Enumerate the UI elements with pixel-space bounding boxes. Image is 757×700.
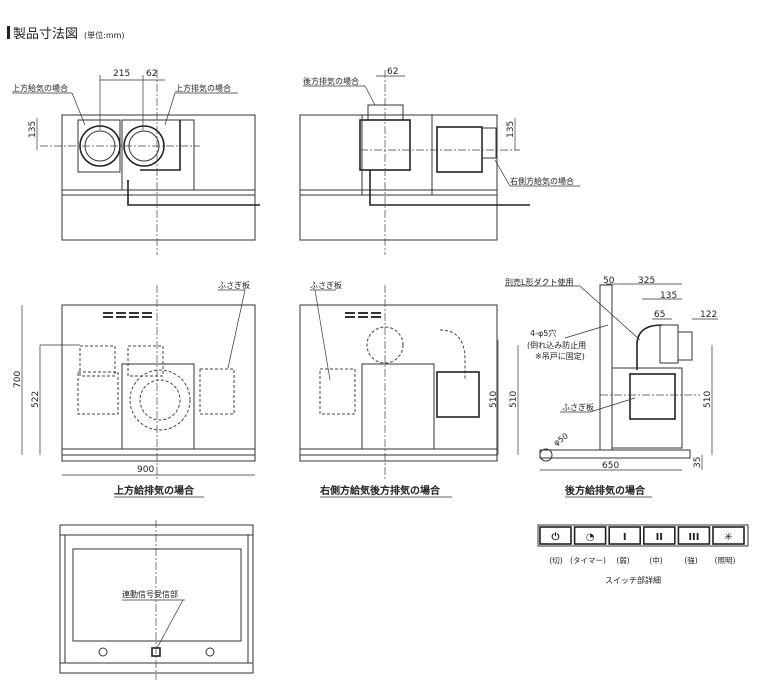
figure-front-top-supply-exhaust: 700 522 900 ふさぎ板 上方給排気の場合 xyxy=(13,280,256,498)
dim-700: 700 xyxy=(13,371,23,388)
switch-button[interactable] xyxy=(677,526,711,545)
switch-label: (照明) xyxy=(715,556,736,565)
fan-high-icon: III xyxy=(688,532,699,543)
fan-mid-icon: II xyxy=(656,532,663,543)
switch-button[interactable] xyxy=(573,526,607,545)
label-phi50: φ50 xyxy=(552,431,570,447)
switch-button[interactable] xyxy=(712,526,745,545)
title-bar-mark xyxy=(7,26,10,39)
page-title: 製品寸法図 xyxy=(13,27,78,42)
light-icon: ✳ xyxy=(724,532,732,543)
power-icon: ⏻ xyxy=(552,531,560,543)
timer-icon: ◔ xyxy=(586,532,595,543)
label-hole-note-1: (倒れ込み防止用 xyxy=(527,340,586,350)
dim-135-side: 135 xyxy=(660,291,677,301)
label-top-exhaust: 上方排気の場合 xyxy=(175,83,231,93)
label-l-duct: 別売L形ダクト使用 xyxy=(505,277,573,287)
dim-900: 900 xyxy=(137,465,154,475)
dim-62: 62 xyxy=(146,69,157,79)
switch-button[interactable] xyxy=(539,526,572,545)
label-rear-exhaust: 後方排気の場合 xyxy=(303,76,359,86)
dim-65: 65 xyxy=(654,310,665,320)
switch-button[interactable] xyxy=(642,526,676,545)
dim-510-right: 510 xyxy=(703,391,713,408)
label-hole: 4-φ5穴 xyxy=(530,328,556,338)
label-top-supply: 上方給気の場合 xyxy=(12,83,68,93)
switch-label: (タイマー) xyxy=(570,556,606,565)
label-cover-plate: ふさぎ板 xyxy=(218,280,250,290)
dim-650: 650 xyxy=(602,461,619,471)
switch-label: (弱) xyxy=(616,556,629,565)
caption-rear-supply-exhaust: 後方給排気の場合 xyxy=(565,484,646,497)
caption-side-rear: 右側方給気後方排気の場合 xyxy=(319,484,441,497)
caption-top-supply-exhaust: 上方給排気の場合 xyxy=(114,484,195,497)
dim-325: 325 xyxy=(638,276,655,286)
switch-label: (切) xyxy=(549,556,562,565)
switch-label: (中) xyxy=(649,555,662,565)
dim-35: 35 xyxy=(693,457,703,468)
figure-top-supply-exhaust: 215 62 135 上方給気の場合 上方排気の場合 xyxy=(12,69,260,255)
dim-122: 122 xyxy=(700,310,717,320)
switch-label: (強) xyxy=(684,555,697,565)
figure-front-side-rear: 510 ふさぎ板 右側方給気後方排気の場合 xyxy=(299,280,499,498)
switch-detail-caption: スイッチ部詳細 xyxy=(605,575,661,585)
switch-panel: ⏻ (切) ◔ (タイマー) I (弱) II (中) III (強) ✳ (照明) スイッチ部詳細 xyxy=(537,524,749,585)
label-side-supply: 右側方給気の場合 xyxy=(510,176,574,186)
switch-button[interactable] xyxy=(608,526,642,545)
dim-62-rear: 62 xyxy=(387,67,398,77)
dim-135-right: 135 xyxy=(506,121,516,138)
dim-135: 135 xyxy=(28,121,38,138)
figure-front-view: 連動信号受信部 xyxy=(59,520,254,680)
dim-510: 510 xyxy=(489,391,499,408)
dim-522: 522 xyxy=(31,391,41,408)
label-signal-receiver: 連動信号受信部 xyxy=(122,589,178,599)
label-cover-plate-3: ふさぎ板 xyxy=(562,402,594,412)
dim-215: 215 xyxy=(113,69,130,79)
unit-label: (単位:mm) xyxy=(84,30,125,40)
dim-50: 50 xyxy=(603,276,615,286)
figure-rear-exhaust-side-supply: 62 135 後方排気の場合 右側方給気の場合 xyxy=(299,67,580,255)
figure-side-rear-supply-exhaust: 50 325 135 65 122 510 510 650 35 別売L形ダクト… xyxy=(505,276,718,498)
label-hole-note-2: ※吊戸に固定) xyxy=(535,351,585,361)
dim-510-left: 510 xyxy=(509,391,519,408)
fan-low-icon: I xyxy=(623,532,627,543)
label-cover-plate-2: ふさぎ板 xyxy=(310,280,342,290)
